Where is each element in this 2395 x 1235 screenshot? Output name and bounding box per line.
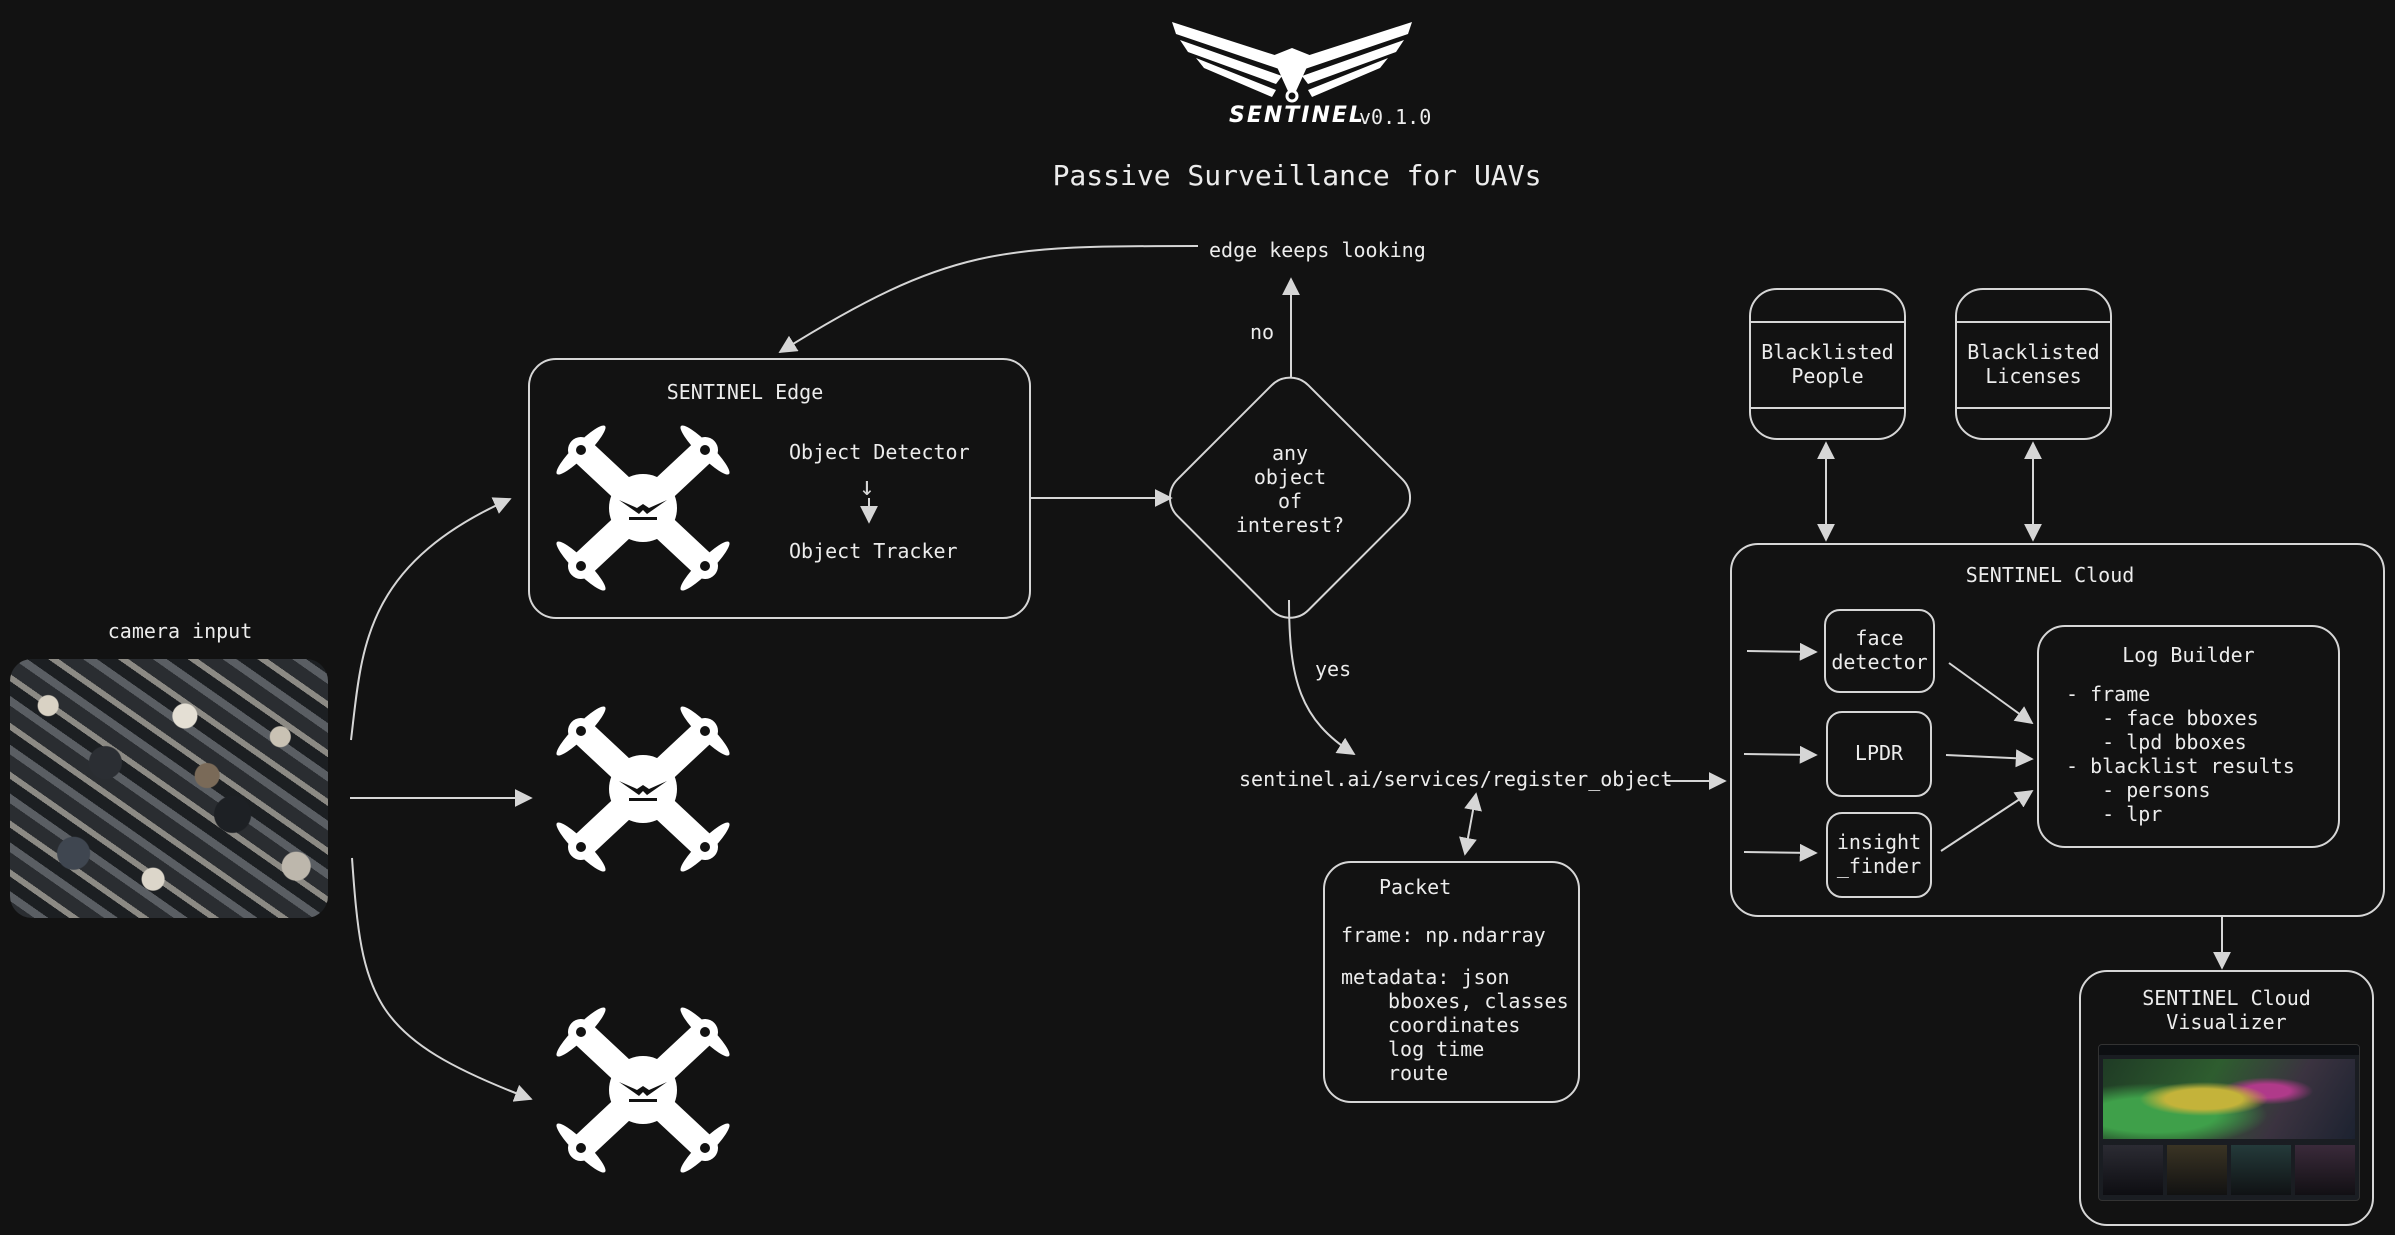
edge-title: SENTINEL Edge bbox=[666, 380, 824, 404]
face-detector-label: face detector bbox=[1831, 626, 1928, 674]
object-tracker-label: Object Tracker bbox=[789, 539, 958, 563]
blacklisted-licenses-label: Blacklisted Licenses bbox=[1967, 340, 2100, 388]
register-object-endpoint: sentinel.ai/services/register_object bbox=[1239, 767, 1673, 791]
visualizer-title: SENTINEL Cloud Visualizer bbox=[2142, 986, 2311, 1034]
object-detector-label: Object Detector bbox=[789, 440, 970, 464]
version-label: v0.1.0 bbox=[1359, 105, 1432, 129]
edge-keeps-looking-label: edge keeps looking bbox=[1209, 238, 1426, 262]
blacklisted-licenses-box bbox=[1955, 288, 2112, 440]
log-builder-title: Log Builder bbox=[2122, 643, 2255, 667]
brand-name: SENTINEL bbox=[1229, 103, 1365, 128]
visualizer-screenshot bbox=[2098, 1044, 2360, 1201]
no-label: no bbox=[1250, 320, 1275, 344]
packet-field: bboxes, classes bbox=[1388, 989, 1569, 1013]
drone-icon-2 bbox=[552, 702, 734, 876]
packet-frame: frame: np.ndarray bbox=[1341, 923, 1546, 947]
lpdr-box bbox=[1826, 711, 1932, 797]
log-builder-line: - blacklist results bbox=[2066, 754, 2295, 778]
sentinel-cloud-box bbox=[1730, 543, 2385, 917]
camera-crowd-image bbox=[10, 659, 328, 918]
packet-box bbox=[1323, 861, 1580, 1103]
drone-icon-3 bbox=[552, 1003, 734, 1177]
blacklist-dividers bbox=[1751, 321, 2111, 409]
decision-question: any object of interest? bbox=[1235, 441, 1345, 537]
packet-field: log time bbox=[1388, 1037, 1485, 1061]
packet-title: Packet bbox=[1379, 875, 1452, 899]
yes-label: yes bbox=[1315, 657, 1352, 681]
log-builder-line: - lpd bboxes bbox=[2066, 730, 2247, 754]
packet-field: route bbox=[1388, 1061, 1449, 1085]
log-builder-box bbox=[2037, 625, 2340, 848]
connector-arrows bbox=[350, 245, 2231, 1102]
lpdr-label: LPDR bbox=[1854, 741, 1904, 765]
packet-field: coordinates bbox=[1388, 1013, 1521, 1037]
packet-metadata: metadata: json bbox=[1341, 965, 1510, 989]
log-builder-line: - face bboxes bbox=[2066, 706, 2259, 730]
blacklisted-people-label: Blacklisted People bbox=[1761, 340, 1894, 388]
decision-diamond bbox=[1168, 376, 1412, 619]
page-title: Passive Surveillance for UAVs bbox=[1052, 159, 1542, 192]
log-builder-line: - frame bbox=[2066, 682, 2151, 706]
face-detector-box bbox=[1824, 609, 1935, 693]
camera-input-label: camera input bbox=[107, 619, 253, 643]
blacklisted-people-box bbox=[1749, 288, 1906, 440]
sentinel-logo-icon bbox=[1172, 22, 1412, 103]
sentinel-edge-box bbox=[528, 358, 1031, 619]
cloud-visualizer-box bbox=[2079, 970, 2374, 1226]
insight-finder-label: insight _finder bbox=[1836, 830, 1922, 878]
log-builder-line: - lpr bbox=[2066, 802, 2163, 826]
cloud-title: SENTINEL Cloud bbox=[1965, 563, 2135, 587]
log-builder-line: - persons bbox=[2066, 778, 2211, 802]
insight-finder-box bbox=[1826, 812, 1932, 898]
down-arrow-icon: ↓ bbox=[859, 472, 875, 502]
